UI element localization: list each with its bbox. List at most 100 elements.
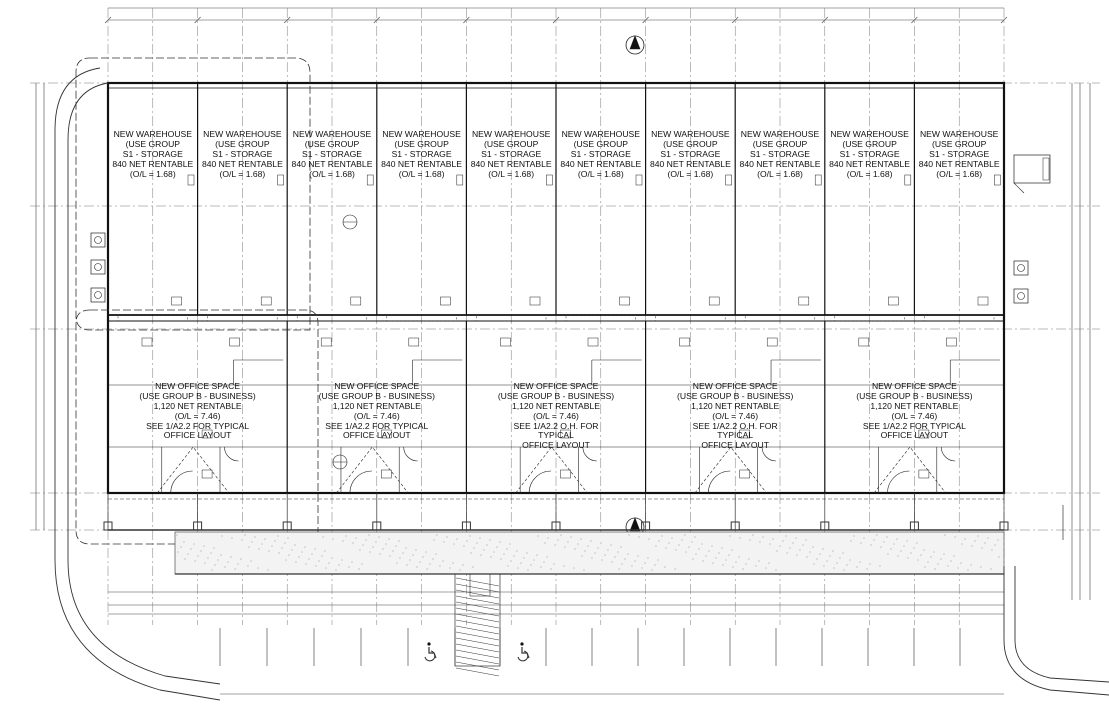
- warehouse-label-line: 840 NET RENTABLE: [829, 158, 911, 169]
- office-label-line: SEE 1/A2.2 FOR TYPICAL: [325, 420, 429, 431]
- sidewalk-texture: [964, 538, 966, 540]
- door-frame: [635, 174, 643, 186]
- warehouse-label-line: NEW WAREHOUSE: [651, 129, 730, 139]
- grid-col-label-bottom: [505, 621, 517, 633]
- sidewalk-texture: [395, 545, 397, 547]
- sidewalk-texture: [960, 562, 962, 564]
- sidewalk-texture: [510, 560, 512, 562]
- grid-row-label-left: [14, 77, 26, 89]
- sidewalk-texture: [701, 543, 703, 545]
- electrical-panel: [1042, 157, 1050, 181]
- sidewalk-texture: [850, 540, 852, 542]
- sidewalk-texture: [483, 549, 485, 551]
- sidewalk-texture: [658, 540, 660, 542]
- sidewalk-texture: [930, 556, 932, 558]
- warehouse-label-line: 840 NET RENTABLE: [649, 158, 731, 169]
- overhead-door: [476, 314, 547, 322]
- grid-col-label-bottom: [640, 621, 652, 633]
- sidewalk-texture: [257, 567, 259, 569]
- door-frame: [814, 174, 822, 186]
- sidewalk-texture: [352, 542, 354, 544]
- sidewalk-texture: [654, 564, 656, 566]
- sidewalk-texture: [550, 568, 552, 570]
- sidewalk-texture: [436, 534, 438, 536]
- aisle-hatch: [455, 625, 500, 635]
- office-label-line: OFFICE LAYOUT: [701, 440, 770, 451]
- sidewalk-texture: [940, 558, 942, 560]
- sidewalk-texture: [304, 546, 306, 548]
- sidewalk-texture: [842, 552, 844, 554]
- door-swing: [349, 470, 372, 494]
- sidewalk-texture: [775, 569, 777, 571]
- sidewalk-texture: [721, 547, 723, 549]
- sidewalk-texture: [923, 549, 925, 551]
- office-label-line: (O/L = 7.46): [174, 410, 221, 421]
- dimension-lines: [35, 7, 1091, 695]
- warehouse-label-line: S1 - STORAGE: [301, 148, 362, 159]
- grid-row-label-left: [14, 200, 26, 212]
- sidewalk-texture: [378, 536, 380, 538]
- sidewalk-texture: [193, 543, 195, 545]
- grid-row-label-left: [14, 323, 26, 335]
- warehouse-label-line: NEW WAREHOUSE: [382, 129, 461, 139]
- sidewalk-texture: [819, 553, 821, 555]
- sidewalk-texture: [241, 539, 243, 541]
- sidewalk-texture: [496, 546, 498, 548]
- sidewalk-texture: [863, 537, 865, 539]
- sidewalk-texture: [916, 542, 918, 544]
- warehouse-label-line: (USE GROUP: [394, 138, 449, 149]
- sidewalk-texture: [860, 542, 862, 544]
- p-tag-box: [440, 296, 451, 306]
- sidewalk-texture: [816, 558, 818, 560]
- sidewalk-texture: [194, 560, 196, 562]
- sidewalk-texture: [332, 538, 334, 540]
- door-swing: [887, 470, 910, 494]
- sidewalk-texture: [362, 544, 364, 546]
- sidewalk-texture: [997, 539, 999, 541]
- door-swing: [170, 470, 193, 494]
- hvac-fan: [94, 291, 102, 299]
- sidewalk-texture: [258, 548, 260, 550]
- warehouse-label-line: NEW WAREHOUSE: [919, 129, 999, 139]
- sidewalk-texture: [278, 552, 280, 554]
- sidewalk-texture: [910, 552, 912, 554]
- office-label-line: NEW OFFICE SPACE: [871, 381, 957, 391]
- sidewalk-texture: [826, 560, 828, 562]
- grid-col-label-mid: [908, 368, 920, 380]
- sidewalk-texture: [314, 548, 316, 550]
- dim-tick: [552, 16, 560, 24]
- sidewalk-texture: [359, 549, 361, 551]
- sidewalk-texture: [728, 554, 730, 556]
- warehouse-label-line: S1 - STORAGE: [660, 148, 721, 159]
- sidewalk-texture: [557, 539, 559, 541]
- sidewalk-texture: [295, 561, 297, 563]
- sidewalk-texture: [961, 543, 963, 545]
- sidewalk-texture: [913, 547, 915, 549]
- sidewalk-texture: [369, 551, 371, 553]
- door-frame: [187, 174, 195, 186]
- ceiling-line: [694, 446, 767, 494]
- warehouse-label-line: S1 - STORAGE: [391, 148, 452, 159]
- sidewalk-texture: [210, 552, 212, 554]
- room-tag: [500, 337, 511, 347]
- sidewalk-texture: [671, 537, 673, 539]
- sidewalk-texture: [560, 534, 562, 536]
- sidewalk-texture: [574, 548, 576, 550]
- sidewalk-texture: [470, 552, 472, 554]
- sidewalk-texture: [685, 551, 687, 553]
- sidewalk-texture: [214, 564, 216, 566]
- sidewalk-texture: [204, 562, 206, 564]
- sidewalk-texture: [284, 542, 286, 544]
- sidewalk-texture: [328, 562, 330, 564]
- room-tag: [918, 469, 930, 479]
- sidewalk-texture: [425, 551, 427, 553]
- sidewalk-texture: [570, 536, 572, 538]
- grid-col-label-bottom: [147, 621, 159, 633]
- warehouse-label-line: (USE GROUP: [304, 138, 360, 149]
- sidewalk-texture: [920, 554, 922, 556]
- sidewalk-texture: [974, 540, 976, 542]
- warehouse-label-line: S1 - STORAGE: [570, 148, 631, 159]
- sidewalk-texture: [866, 568, 868, 570]
- hvac-unit: [1013, 288, 1029, 304]
